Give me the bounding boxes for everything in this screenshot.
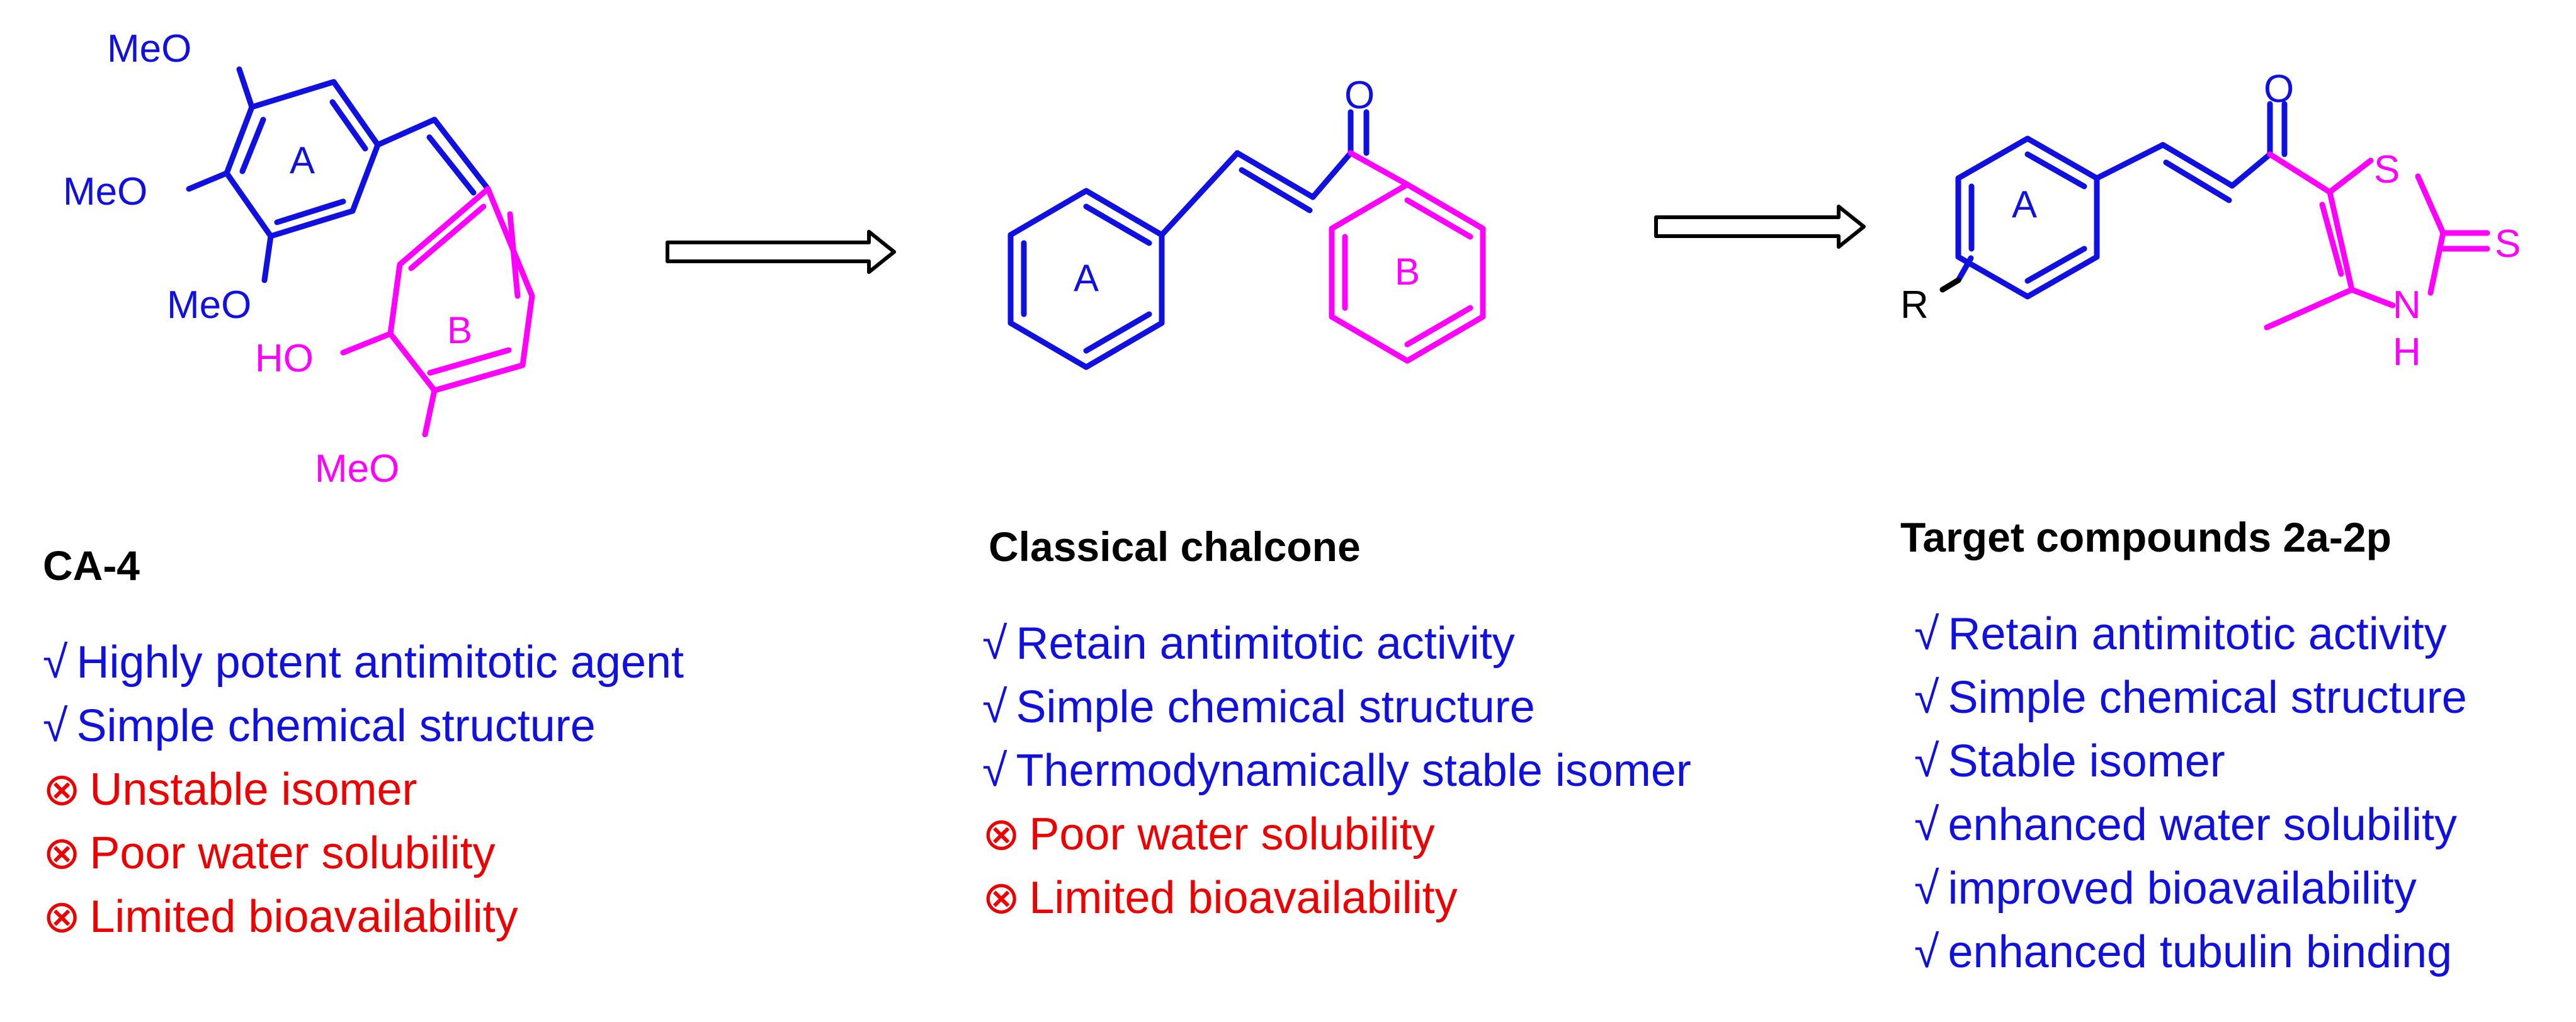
chalcone-column: Classical chalcone √Retain antimitotic a… [982, 523, 1691, 930]
chalcone-carbonyl-o: O [1344, 74, 1375, 117]
ca4-property-list: √Highly potent antimitotic agent √Simple… [43, 631, 684, 949]
ca4-ome-1: MeO [107, 27, 191, 71]
circled-x-icon: ⊗ [43, 764, 81, 815]
ca4-vinyl-bond [375, 116, 438, 148]
target-ring-a-label: A [2012, 183, 2037, 225]
property-text: Poor water solubility [1029, 809, 1435, 860]
arrow-right-icon [1654, 205, 1866, 249]
target-ring-h: H [2393, 331, 2421, 374]
ca4-ome-4: MeO [315, 447, 399, 491]
list-item: √Retain antimitotic activity [1914, 603, 2467, 666]
property-text: Simple chemical structure [1016, 682, 1535, 732]
target-title: Target compounds 2a-2p [1900, 514, 2392, 560]
check-icon: √ [1914, 927, 1939, 977]
list-item: ⊗Poor water solubility [43, 822, 684, 885]
target-column: Target compounds 2a-2p √Retain antimitot… [1900, 513, 2467, 984]
target-carbonyl-o: O [2264, 67, 2294, 111]
list-item: √Highly potent antimitotic agent [43, 631, 684, 695]
target-r-group: R [1900, 283, 1929, 327]
list-item: ⊗Limited bioavailability [982, 866, 1691, 930]
check-icon: √ [982, 618, 1007, 669]
list-item: √Simple chemical structure [1914, 666, 2467, 730]
target-enone-bond [2094, 142, 2166, 181]
check-icon: √ [43, 701, 68, 751]
property-text: Poor water solubility [89, 828, 496, 878]
property-text: improved bioavailability [1948, 863, 2417, 914]
chalcone-enone-bond [1159, 150, 1240, 238]
list-item: √improved bioavailability [1914, 857, 2467, 921]
list-item: √Stable isomer [1914, 730, 2467, 793]
property-text: Highly potent antimitotic agent [76, 637, 684, 688]
property-text: Retain antimitotic activity [1948, 609, 2447, 659]
circled-x-icon: ⊗ [43, 892, 81, 942]
target-ring-s: S [2374, 148, 2400, 191]
circled-x-icon: ⊗ [982, 809, 1021, 860]
list-item: √Retain antimitotic activity [982, 612, 1691, 676]
property-text: Stable isomer [1948, 736, 2225, 786]
target-thione-s: S [2495, 222, 2521, 266]
check-icon: √ [1914, 800, 1939, 850]
target-property-list: √Retain antimitotic activity √Simple che… [1914, 603, 2467, 984]
circled-x-icon: ⊗ [43, 828, 81, 878]
list-item: √enhanced tubulin binding [1914, 921, 2467, 984]
list-item: √enhanced water solubility [1914, 793, 2467, 857]
ca4-title: CA-4 [43, 542, 140, 589]
check-icon: √ [982, 746, 1007, 796]
chalcone-ring-b [1329, 181, 1486, 364]
list-item: ⊗Poor water solubility [982, 803, 1691, 866]
list-item: √Simple chemical structure [43, 695, 684, 758]
list-item: ⊗Limited bioavailability [43, 885, 684, 949]
check-icon: √ [43, 637, 68, 688]
property-text: enhanced water solubility [1948, 800, 2458, 850]
check-icon: √ [982, 682, 1007, 732]
chalcone-ring-a-label: A [1074, 257, 1099, 299]
chalcone-title: Classical chalcone [989, 523, 1361, 570]
ca4-hydroxy: HO [255, 337, 314, 380]
ca4-ring-b-label: B [447, 309, 472, 351]
ca4-column: CA-4 √Highly potent antimitotic agent √S… [43, 542, 684, 949]
list-item: √Thermodynamically stable isomer [982, 739, 1691, 803]
list-item: √Simple chemical structure [982, 676, 1691, 739]
check-icon: √ [1914, 736, 1939, 786]
target-thiazole-ring [2327, 157, 2374, 195]
property-text: Retain antimitotic activity [1016, 618, 1515, 669]
property-text: Limited bioavailability [89, 892, 518, 942]
property-text: Simple chemical structure [1948, 673, 2467, 723]
arrow-right-icon [666, 230, 896, 274]
ca4-structure: MeO MeO MeO A HO MeO B [63, 27, 535, 491]
check-icon: √ [1914, 673, 1939, 723]
circled-x-icon: ⊗ [982, 873, 1021, 923]
chalcone-property-list: √Retain antimitotic activity √Simple che… [982, 612, 1691, 930]
ca4-ome-3: MeO [167, 283, 251, 327]
check-icon: √ [1914, 609, 1939, 659]
property-text: Thermodynamically stable isomer [1016, 746, 1691, 796]
ca4-ring-a-label: A [290, 139, 315, 181]
list-item: ⊗Unstable isomer [43, 758, 684, 822]
property-text: enhanced tubulin binding [1948, 927, 2453, 977]
chalcone-structure: O A B [1007, 74, 1486, 370]
target-structure: O A R S S N H [1900, 67, 2521, 374]
ca4-ome-2: MeO [63, 170, 147, 213]
check-icon: √ [1914, 863, 1939, 914]
target-ring-n: N [2393, 283, 2421, 327]
property-text: Simple chemical structure [76, 701, 596, 751]
chalcone-ring-b-label: B [1395, 251, 1420, 293]
property-text: Limited bioavailability [1029, 873, 1458, 923]
property-text: Unstable isomer [89, 764, 417, 815]
